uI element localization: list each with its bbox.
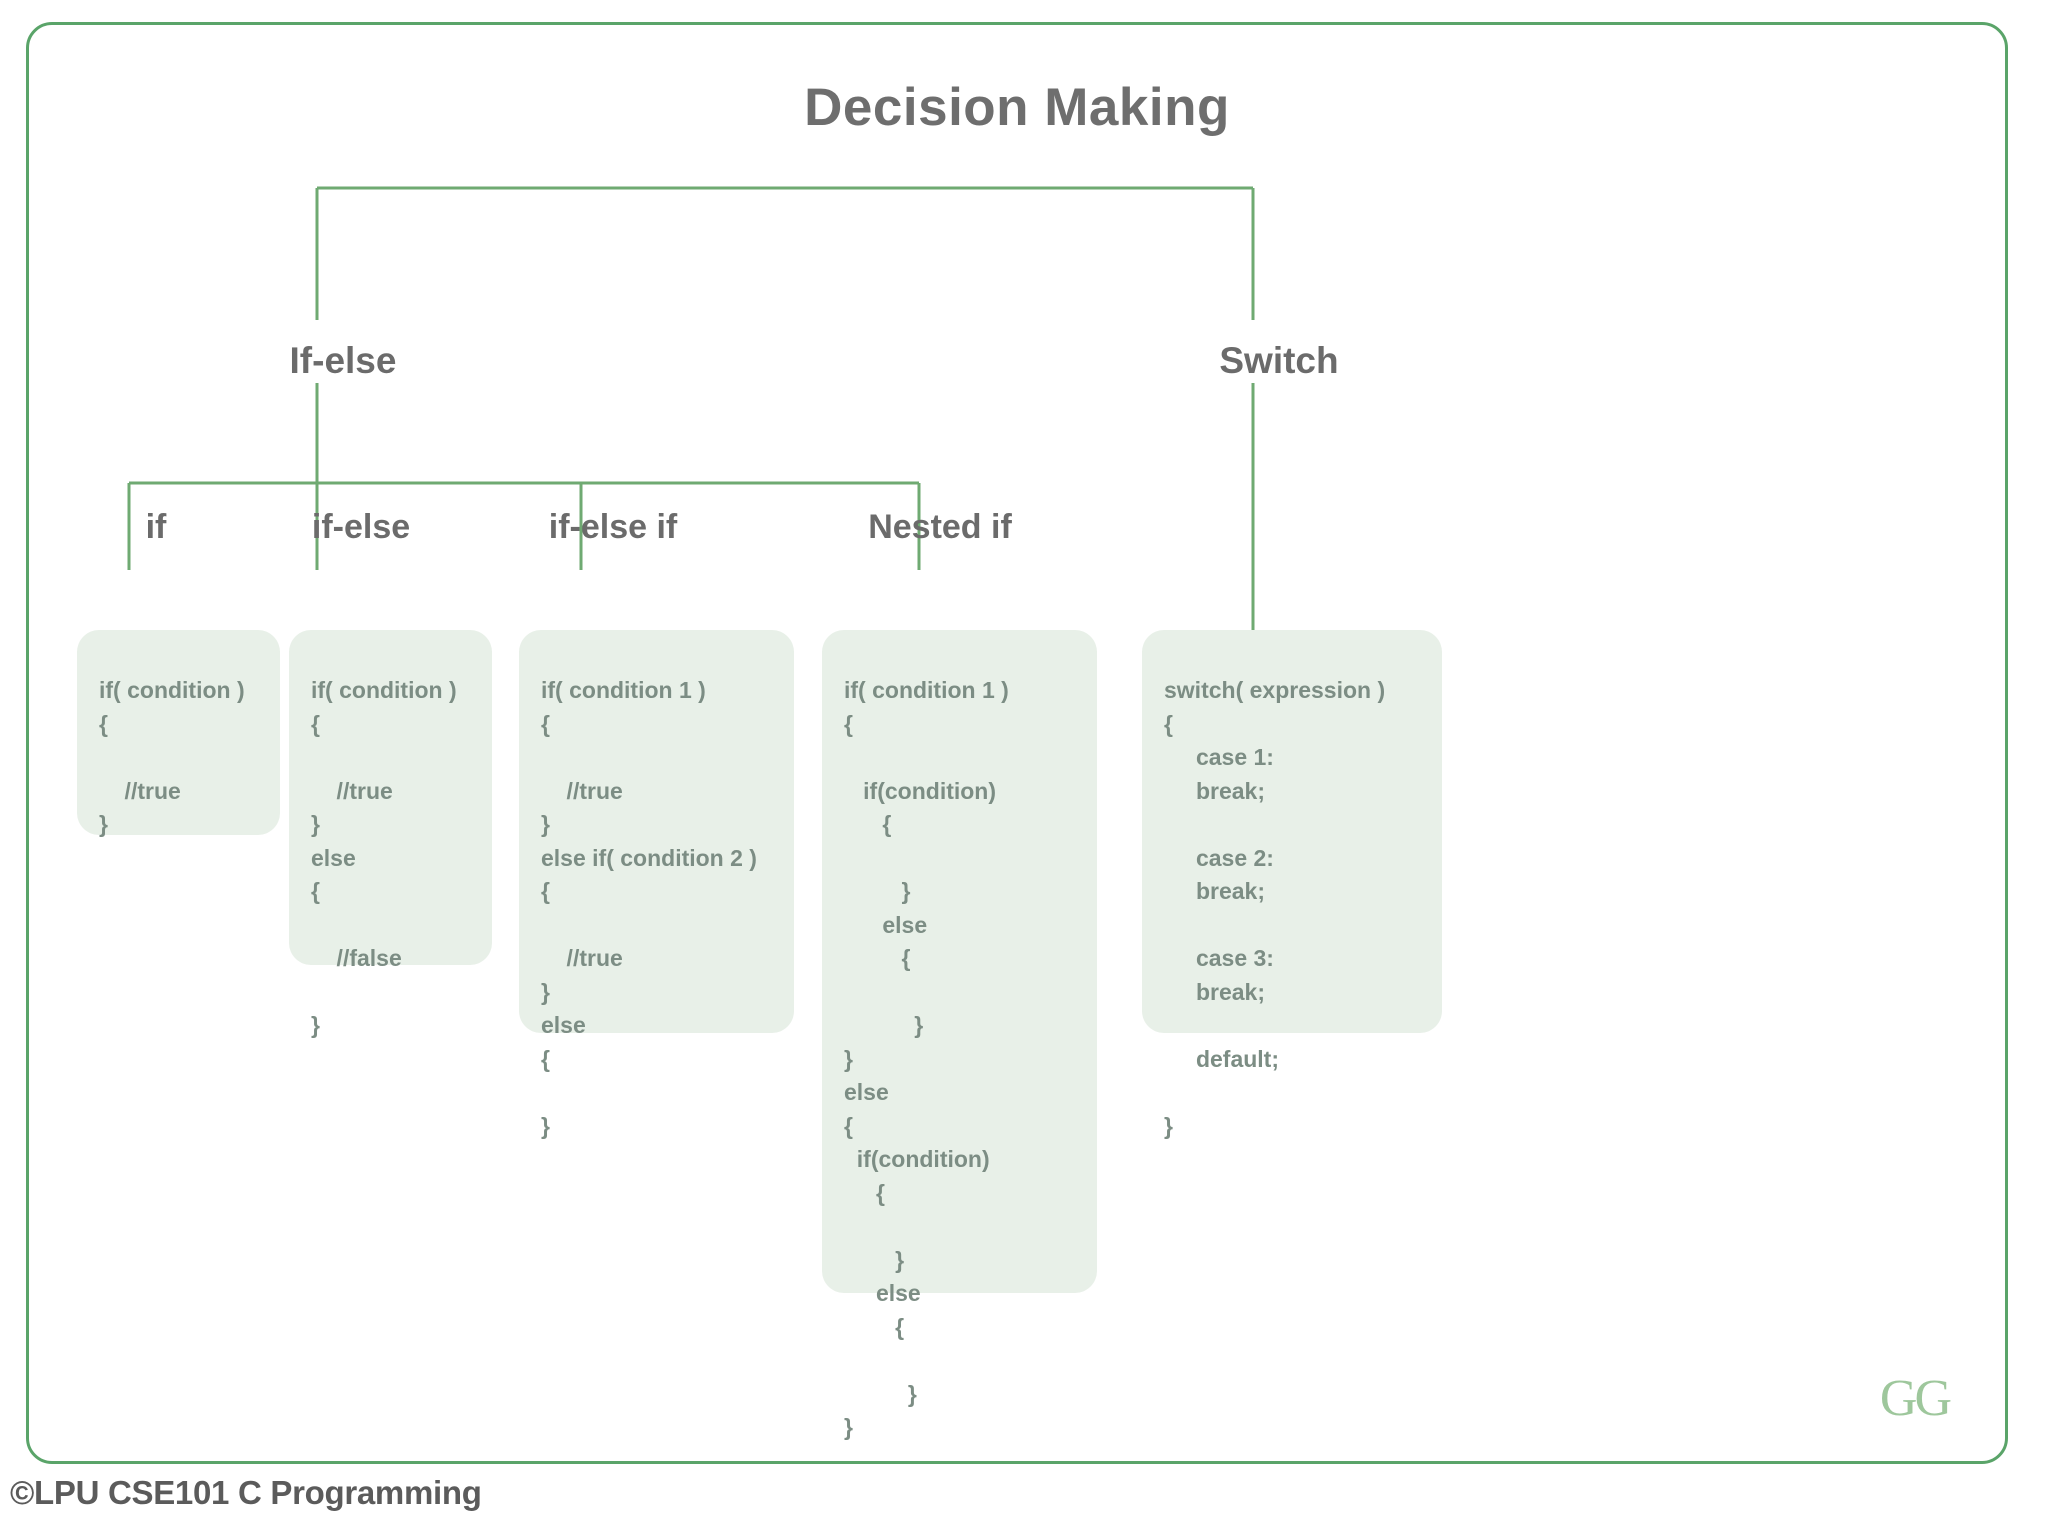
- code-block-switch: switch( expression ) { case 1: break; ca…: [1164, 677, 1386, 1139]
- footer-credit: ©LPU CSE101 C Programming: [10, 1474, 482, 1511]
- node-nested-if[interactable]: Nested if: [868, 508, 1012, 546]
- node-if-else-child[interactable]: if-else: [311, 508, 411, 546]
- diagram-frame: Decision Making If-else Switch if if-els…: [26, 22, 2008, 1464]
- code-block-nested-if: if( condition 1 ) { if(condition) { } el…: [844, 677, 1009, 1440]
- code-block-if-else: if( condition ) { //true } else { //fals…: [311, 677, 457, 1038]
- node-if[interactable]: if: [145, 508, 167, 546]
- node-if-else[interactable]: If-else: [289, 340, 397, 381]
- geeksforgeeks-logo-icon: GG: [1879, 1370, 1952, 1427]
- code-block-if-else-if: if( condition 1 ) { //true } else if( co…: [541, 677, 757, 1139]
- code-card-nested-if: if( condition 1 ) { if(condition) { } el…: [822, 630, 1097, 1440]
- code-block-if: if( condition ) { //true }: [99, 677, 245, 837]
- code-card-if-else: if( condition ) { //true } else { //fals…: [289, 630, 492, 1038]
- node-switch[interactable]: Switch: [1219, 340, 1339, 381]
- code-card-switch: switch( expression ) { case 1: break; ca…: [1142, 630, 1442, 1139]
- code-card-if-else-if: if( condition 1 ) { //true } else if( co…: [519, 630, 794, 1139]
- page-title: Decision Making: [804, 78, 1230, 137]
- node-if-else-if[interactable]: if-else if: [548, 508, 678, 546]
- code-card-if: if( condition ) { //true }: [77, 630, 280, 837]
